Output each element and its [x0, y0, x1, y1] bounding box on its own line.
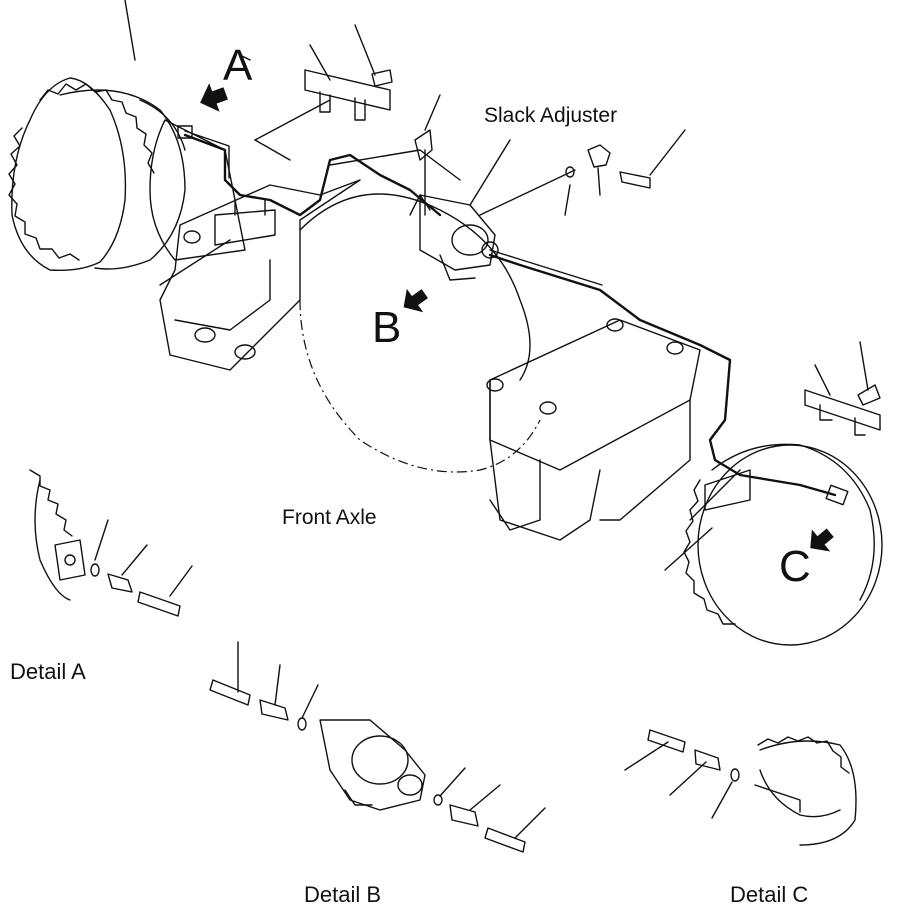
detail-b-label: Detail B — [304, 882, 382, 904]
detail-b-drawing — [209, 641, 546, 853]
detail-a-label: Detail A — [10, 659, 86, 684]
callout-label-c: C — [779, 542, 811, 591]
detail-c-drawing — [624, 729, 857, 846]
axle-housing — [159, 149, 701, 541]
top-mounting-bracket — [254, 24, 393, 161]
right-mounting-bracket — [804, 341, 881, 436]
arrow-c-icon — [810, 528, 834, 552]
callout-label-b: B — [372, 303, 402, 352]
right-wheel-hub — [664, 443, 883, 646]
front-axle-label: Front Axle — [282, 506, 377, 529]
callout-label-a: A — [223, 41, 253, 90]
callout-arrows — [200, 83, 834, 552]
arrow-a-icon — [200, 83, 228, 112]
left-wheel-hub — [8, 0, 246, 272]
brake-lines — [159, 54, 849, 511]
slack-adjuster-label: Slack Adjuster — [484, 104, 618, 127]
arrow-b-icon — [403, 288, 428, 313]
detail-a-drawing — [29, 469, 193, 617]
slack-adjuster — [409, 94, 686, 281]
detail-c-label: Detail C — [730, 882, 809, 904]
